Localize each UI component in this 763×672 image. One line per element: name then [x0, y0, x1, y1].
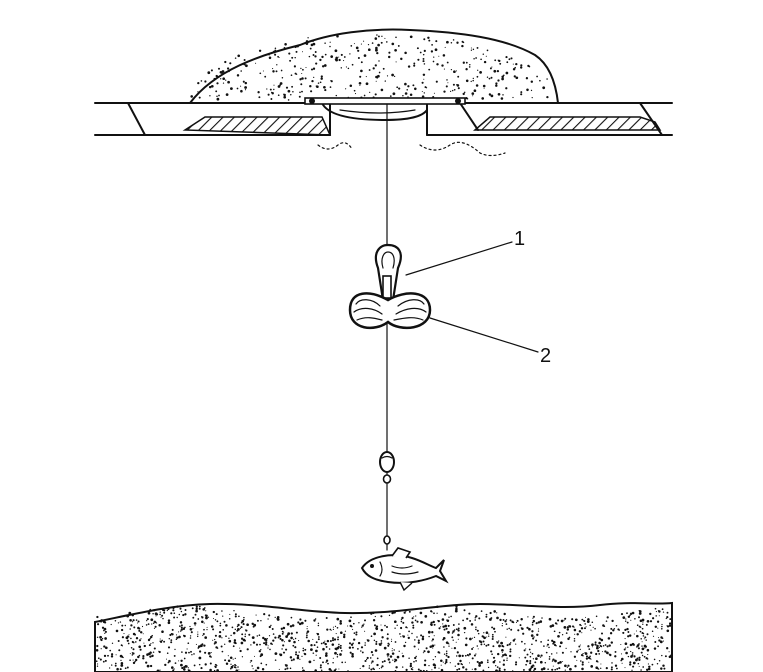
- lake-bottom: [94, 601, 673, 672]
- callout-1: 1: [405, 228, 525, 276]
- snow-mound: [187, 28, 560, 104]
- callout-2: 2: [429, 317, 551, 367]
- sinker: [379, 451, 395, 545]
- bobbin-frame: [374, 243, 402, 302]
- ice-hole: [304, 97, 506, 157]
- snow-texture: [190, 34, 549, 101]
- callout-2-label: 2: [540, 345, 551, 367]
- spool: [348, 292, 432, 330]
- ice-layer: [94, 102, 673, 136]
- bait-fish: [360, 547, 449, 592]
- callout-1-label: 1: [514, 228, 525, 250]
- bottom-texture: [95, 605, 672, 672]
